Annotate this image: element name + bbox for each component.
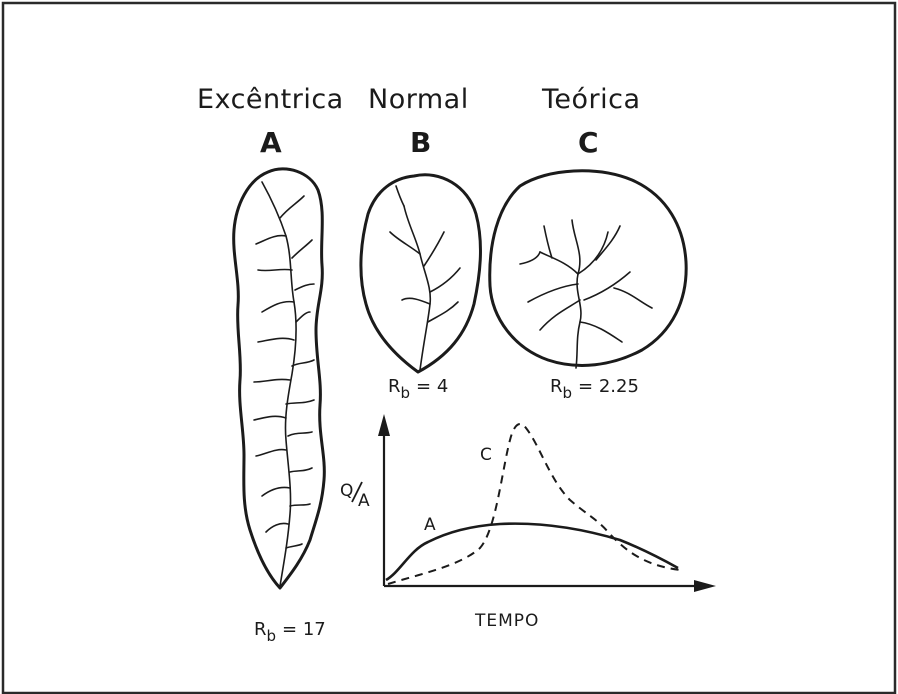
- basin-a-tributary: [296, 312, 310, 322]
- label-basin-b: B: [410, 126, 431, 159]
- basin-a-tributary: [286, 400, 314, 404]
- basin-a-tributary: [266, 523, 288, 532]
- basin-b-tributary: [424, 232, 444, 266]
- basin-a-tributary: [258, 269, 292, 270]
- basin-b-tributary: [428, 302, 458, 322]
- hydrograph-y-arrowhead: [378, 414, 390, 436]
- hydrograph-curve-c-label: C: [480, 445, 492, 465]
- heading-normal: Normal: [368, 84, 469, 115]
- hydrograph-curve-c: [388, 424, 680, 584]
- rb-label-a: Rb= 17: [254, 619, 326, 645]
- hydrograph: C A Q A TEMPO: [340, 414, 716, 631]
- hydrograph-y-label-q: Q: [340, 481, 353, 501]
- basin-a-tributary: [288, 432, 312, 436]
- basin-a-tributary: [256, 450, 286, 456]
- basin-b: [361, 175, 481, 372]
- basin-c-tributary: [540, 300, 580, 330]
- basin-a-tributary: [290, 504, 310, 506]
- basin-a-tributary: [295, 284, 314, 290]
- hydrograph-x-label: TEMPO: [474, 611, 539, 631]
- basin-c-tributary: [520, 252, 540, 264]
- basin-c-tributary: [528, 284, 578, 302]
- basin-a-tributary: [262, 487, 290, 496]
- basin-c-tributary: [584, 272, 630, 300]
- basin-b-tributary: [430, 268, 460, 292]
- heading-theoretical: Teórica: [541, 84, 641, 115]
- basin-a-outline: [234, 169, 325, 588]
- basin-c: [490, 171, 686, 368]
- basin-b-main-channel: [404, 206, 430, 370]
- rb-label-c: Rb= 2.25: [550, 376, 639, 402]
- basin-b-tributary: [402, 298, 430, 304]
- basin-a-tributary: [290, 468, 312, 472]
- basin-a-tributary: [286, 544, 302, 548]
- basin-b-outline: [361, 175, 481, 372]
- basin-a-tributary: [256, 236, 286, 244]
- hydrograph-curve-a-label: A: [424, 515, 436, 535]
- basin-c-tributary: [596, 226, 620, 260]
- hydrograph-y-label-a: A: [358, 491, 370, 511]
- basin-a: [234, 169, 325, 588]
- basin-b-tributary: [396, 186, 404, 206]
- basin-c-tributary: [614, 288, 652, 308]
- basin-c-tributary: [540, 252, 578, 274]
- basin-a-tributary: [292, 240, 312, 258]
- basin-a-tributary: [254, 379, 290, 382]
- basin-a-tributary: [280, 196, 304, 218]
- basin-c-tributary: [578, 232, 608, 274]
- basin-c-tributary: [544, 226, 552, 258]
- basin-a-tributary: [258, 338, 294, 342]
- basin-c-main-channel: [572, 220, 581, 368]
- basin-b-tributary: [390, 232, 420, 254]
- rb-label-b: Rb= 4: [388, 376, 448, 402]
- label-basin-c: C: [578, 126, 599, 159]
- basin-c-outline: [490, 171, 686, 366]
- basin-a-main-channel: [262, 182, 296, 586]
- heading-eccentric: Excêntrica: [197, 84, 344, 115]
- basin-a-tributary: [254, 416, 286, 420]
- basin-c-tributary: [580, 322, 622, 342]
- basin-a-tributary: [292, 360, 314, 366]
- hydrograph-x-arrowhead: [694, 580, 716, 592]
- label-basin-a: A: [260, 126, 282, 159]
- basin-a-tributary: [262, 302, 294, 312]
